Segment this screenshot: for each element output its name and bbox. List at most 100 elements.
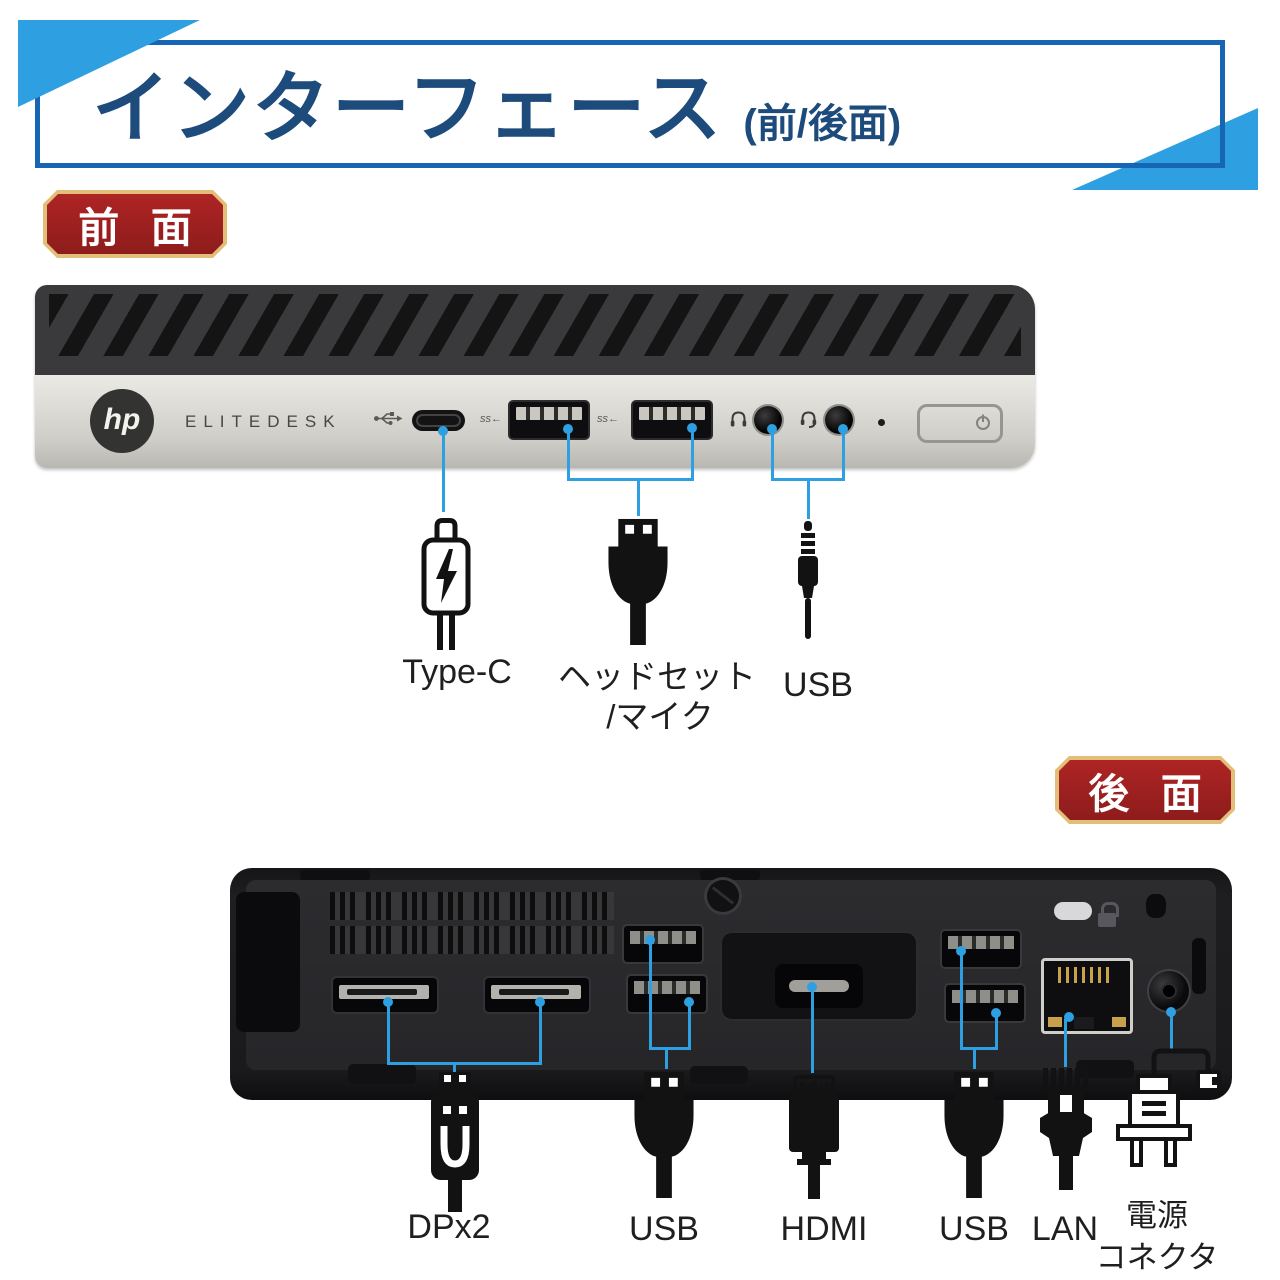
audio-jack-plug-icon [798, 521, 818, 639]
callout-line [687, 1004, 691, 1049]
page-title: インターフェース [92, 64, 724, 152]
rear-callout-label: USB [939, 1210, 1009, 1248]
callout-line [841, 431, 845, 480]
rear-callout-label-line2: コネクタ [1095, 1240, 1219, 1275]
rear-foot [690, 1066, 748, 1084]
callout-dot-usb1 [563, 424, 573, 434]
callout-line [566, 431, 570, 480]
front-power-button [917, 404, 1003, 443]
rear-vent-row [330, 892, 614, 920]
callout-line [441, 433, 445, 512]
rear-callout-label: LAN [1031, 1210, 1099, 1248]
front-usb-port-2 [633, 402, 711, 438]
header-box-border [35, 40, 1225, 168]
lock-icon [1096, 902, 1119, 928]
rear-callout-label: HDMI [780, 1210, 868, 1248]
callout-dot-dp1 [383, 997, 393, 1007]
front-callout-label: ヘッドセット [558, 658, 756, 695]
callout-dot-lan [1064, 1012, 1074, 1022]
rear-hdmi-port [775, 964, 863, 1008]
rear-usb-port-4 [946, 985, 1024, 1021]
rear-top-tab [300, 870, 370, 880]
rear-foot [348, 1064, 416, 1084]
rear-power-jack [1149, 971, 1189, 1011]
callout-dot-dp2 [535, 997, 545, 1007]
rear-foot [1076, 1060, 1134, 1078]
callout-line [452, 1062, 456, 1076]
callout-line [959, 953, 963, 1049]
usb-plug-icon [944, 1071, 1004, 1198]
callout-line [690, 430, 694, 480]
callout-bracket [648, 1047, 691, 1050]
callout-line [810, 989, 814, 1073]
callout-dot-hdmi [807, 982, 817, 992]
power-plug-icon [1116, 1048, 1221, 1167]
front-section-badge: 前 面 [43, 190, 227, 258]
front-callout-label: USB [783, 666, 853, 704]
rear-displayport-1 [333, 978, 437, 1012]
callout-line [636, 478, 640, 516]
header-title-row: インターフェース (前/後面) [92, 48, 901, 160]
front-callout-label-line2: /マイク [606, 698, 714, 735]
lan-clip [1074, 1017, 1094, 1029]
callout-dot-power [1166, 1007, 1176, 1017]
callout-bracket [959, 1047, 998, 1050]
screw [707, 880, 739, 912]
type-c-plug-icon [421, 518, 471, 650]
hdmi-plug-icon [789, 1075, 839, 1199]
rear-top-tab [700, 870, 760, 880]
rear-badge-label: 後 面 [1059, 760, 1231, 820]
callout-bracket [566, 478, 694, 481]
callout-dot-usb2 [687, 423, 697, 433]
front-usb-port-1 [510, 402, 588, 438]
callout-dot-usb-rear3 [956, 946, 966, 956]
hp-logo: hp [90, 389, 154, 453]
header-box [35, 40, 1225, 168]
rear-edge-notch [1192, 938, 1206, 994]
callout-line [648, 942, 652, 1049]
callout-line [972, 1047, 976, 1069]
front-panel-photo: hp ELITEDESK ss← ss← [35, 285, 1035, 468]
front-badge-label: 前 面 [47, 194, 223, 254]
callout-line [994, 1015, 998, 1049]
lan-tab [1048, 1017, 1062, 1027]
hp-logo-text: hp [103, 403, 141, 436]
rear-panel-photo [230, 868, 1232, 1100]
rear-vent-row [330, 926, 614, 954]
callout-line [664, 1047, 668, 1069]
superspeed-mark-1: ss← [480, 413, 502, 425]
front-usbc-port [412, 410, 465, 431]
callout-dot-usbc [438, 426, 448, 436]
displayport-plug-icon [431, 1072, 479, 1212]
rear-section-badge: 後 面 [1055, 756, 1235, 824]
rear-usb-port-3 [942, 931, 1020, 967]
lan-plug-icon [1040, 1068, 1092, 1190]
usb-plug-icon [634, 1071, 694, 1198]
rear-antenna-cover [236, 892, 300, 1032]
model-name: ELITEDESK [185, 412, 342, 431]
lan-pins [1058, 967, 1110, 983]
rear-lan-port [1041, 958, 1133, 1034]
page-subtitle: (前/後面) [743, 102, 902, 146]
headset-icon [800, 411, 817, 428]
rear-usb-port-2 [628, 976, 706, 1012]
front-vent-area [35, 285, 1035, 377]
callout-dot-jack1 [767, 424, 777, 434]
superspeed-mark-2: ss← [597, 413, 619, 425]
callout-line [538, 1004, 542, 1064]
callout-dot-usb-rear4 [991, 1008, 1001, 1018]
rear-usb-port-1 [624, 926, 702, 962]
front-mic-hole [878, 419, 885, 426]
rear-callout-label: 電源 [1126, 1198, 1188, 1233]
rear-hdmi-recess [722, 933, 916, 1019]
callout-dot-usb-rear1 [645, 935, 655, 945]
rear-displayport-2 [485, 978, 589, 1012]
callout-bracket [386, 1062, 542, 1065]
kensington-slot [1146, 894, 1166, 918]
callout-line [1063, 1019, 1067, 1067]
callout-line [1169, 1014, 1173, 1052]
callout-line [386, 1004, 390, 1064]
rear-label-plate [1054, 902, 1092, 920]
callout-dot-jack2 [838, 424, 848, 434]
